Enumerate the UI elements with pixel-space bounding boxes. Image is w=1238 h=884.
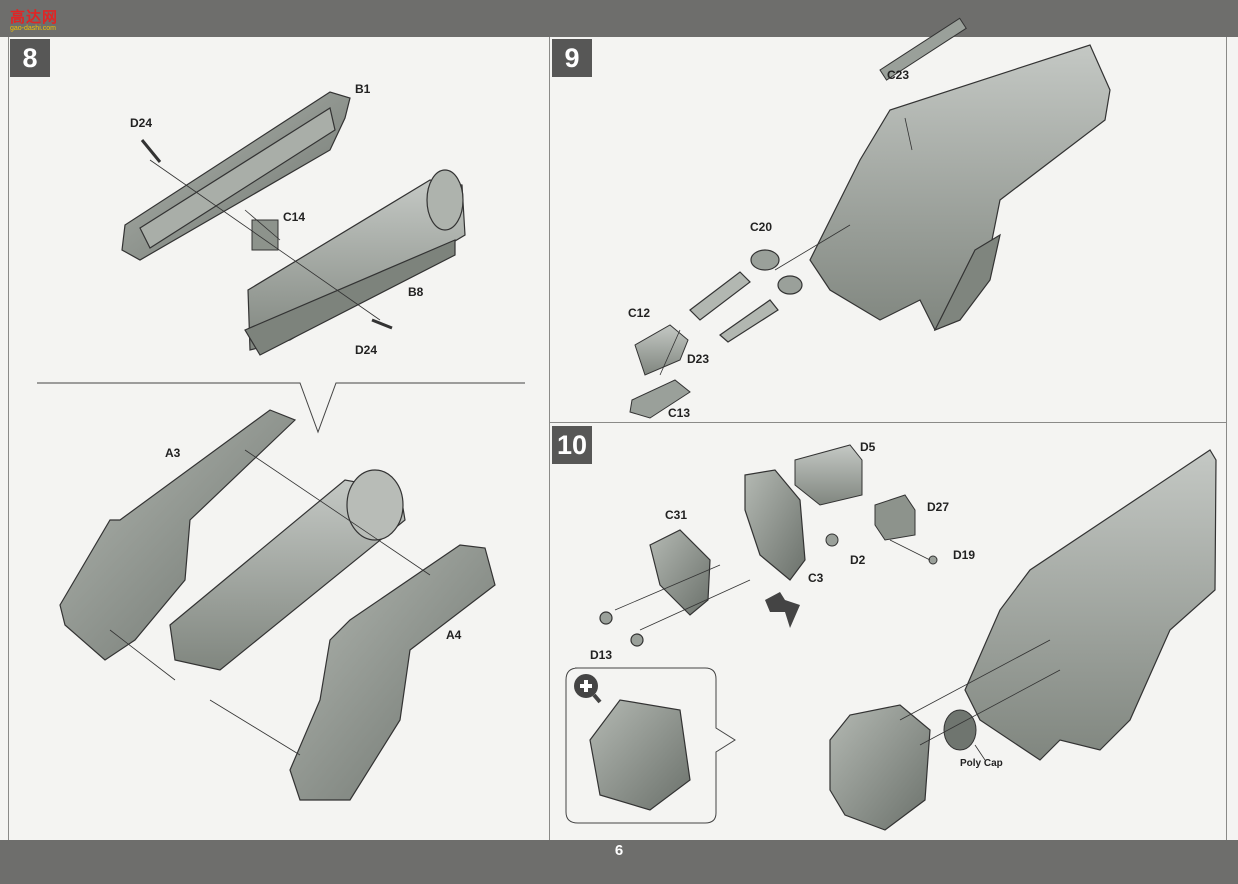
part-d19 bbox=[928, 555, 938, 565]
label-a4: A4 bbox=[446, 628, 462, 642]
label-c31: C31 bbox=[665, 508, 688, 522]
part-d13 bbox=[599, 611, 644, 647]
label-poly-cap: Poly Cap bbox=[960, 758, 1003, 769]
part-c31 bbox=[649, 529, 711, 616]
label-d23: D23 bbox=[687, 352, 710, 366]
part-a3 bbox=[59, 409, 297, 661]
label-b1: B1 bbox=[355, 82, 371, 96]
part-poly-cap bbox=[943, 709, 977, 751]
label-a3: A3 bbox=[165, 446, 181, 460]
part-b8 bbox=[244, 169, 466, 356]
part-d5 bbox=[794, 444, 863, 506]
header-bar: 高达网 gao-dashi.com bbox=[0, 0, 1238, 37]
part-c20 bbox=[750, 249, 803, 295]
label-c3: C3 bbox=[808, 571, 824, 585]
label-d24-bottom: D24 bbox=[355, 343, 378, 357]
part-c3 bbox=[744, 469, 806, 581]
site-logo: 高达网 gao-dashi.com bbox=[4, 4, 70, 34]
label-b8: B8 bbox=[408, 285, 424, 299]
label-c23: C23 bbox=[887, 68, 910, 82]
horizontal-divider bbox=[550, 422, 1226, 423]
arrow-down-right-icon bbox=[765, 592, 800, 628]
magnify-plus-icon bbox=[574, 674, 602, 704]
label-d5: D5 bbox=[860, 440, 876, 454]
part-c13 bbox=[629, 379, 691, 419]
part-step9-body bbox=[809, 44, 1111, 332]
label-c12: C12 bbox=[628, 306, 651, 320]
part-d24-top bbox=[140, 139, 162, 163]
footer-bar bbox=[0, 840, 1238, 884]
part-d2 bbox=[825, 533, 839, 547]
label-d24-top: D24 bbox=[130, 116, 153, 130]
zoom-detail-callout bbox=[565, 667, 736, 824]
logo-text: 高达网 bbox=[10, 9, 59, 26]
part-d23 bbox=[689, 271, 779, 343]
page-number: 6 bbox=[614, 842, 624, 859]
label-c14: C14 bbox=[283, 210, 306, 224]
part-a4 bbox=[289, 544, 496, 801]
step-number-10: 10 bbox=[552, 426, 592, 464]
part-step10-body bbox=[964, 449, 1217, 761]
part-b1 bbox=[121, 91, 351, 261]
step-number-8: 8 bbox=[10, 39, 50, 77]
part-barrel-assembly bbox=[169, 469, 406, 671]
part-front-housing bbox=[829, 704, 931, 831]
vertical-divider bbox=[549, 37, 550, 840]
step-number-9: 9 bbox=[552, 39, 592, 77]
part-c23 bbox=[879, 17, 967, 81]
label-d13: D13 bbox=[590, 648, 613, 662]
part-c12 bbox=[634, 324, 689, 376]
label-c20: C20 bbox=[750, 220, 773, 234]
part-d24-bottom bbox=[371, 318, 393, 330]
part-d27 bbox=[874, 494, 916, 541]
right-border bbox=[1226, 37, 1227, 840]
label-c13: C13 bbox=[668, 406, 691, 420]
logo-subtext: gao-dashi.com bbox=[10, 25, 56, 32]
label-d27: D27 bbox=[927, 500, 950, 514]
label-d19: D19 bbox=[953, 548, 976, 562]
left-border bbox=[8, 37, 9, 840]
label-d2: D2 bbox=[850, 553, 866, 567]
